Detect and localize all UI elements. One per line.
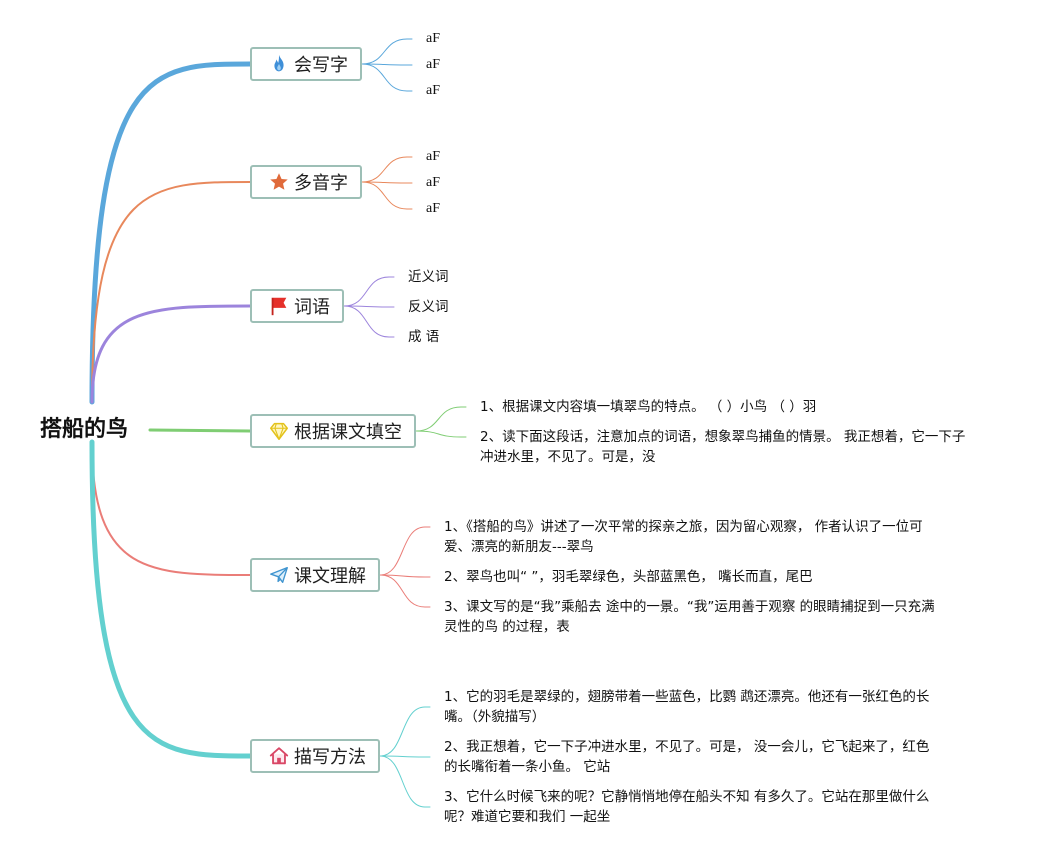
topic-label: 课文理解	[294, 566, 366, 587]
leaf-connector	[379, 574, 431, 608]
leaf-item[interactable]: 2、翠鸟也叫“ ”，羽毛翠绿色，头部蓝黑色， 嘴长而直，尾巴	[444, 569, 813, 585]
leaf-connector	[361, 181, 413, 210]
leaf-connector	[415, 430, 467, 438]
branch-connector	[89, 439, 253, 759]
home-icon	[268, 745, 290, 767]
leaf-item[interactable]: 反义词	[408, 299, 449, 315]
diamond-icon	[268, 420, 290, 442]
leaf-connector	[379, 755, 431, 758]
leaf-item[interactable]: 3、它什么时候飞来的呢？它静悄悄地停在船头不知 有多久了。它站在那里做什么呢？难…	[444, 789, 930, 825]
topic-label: 描写方法	[294, 747, 366, 768]
flame-icon	[268, 53, 290, 75]
topic-polyphones[interactable]: 多音字	[250, 165, 362, 199]
leaf-connector	[415, 406, 467, 432]
leaf-connector	[361, 156, 413, 183]
leaf-connector	[379, 706, 431, 757]
leaf-connector	[379, 526, 431, 576]
leaf-item[interactable]: aF	[426, 83, 440, 98]
leaf-connector	[343, 305, 395, 308]
root-topic[interactable]: 搭船的鸟	[40, 417, 129, 442]
leaf-item[interactable]: 近义词	[408, 269, 449, 285]
leaf-item[interactable]: 3、课文写的是“我”乘船去 途中的一景。“我”运用善于观察 的眼睛捕捉到一只充满…	[444, 599, 935, 635]
leaf-item[interactable]: 1、它的羽毛是翠绿的，翅膀带着一些蓝色，比鹦 鹉还漂亮。他还有一张红色的长嘴。（…	[444, 689, 930, 725]
leaf-connector	[361, 63, 413, 66]
branch-connector	[89, 61, 253, 405]
leaf-connector	[379, 574, 431, 578]
branch-connector	[90, 304, 252, 404]
branch-connector	[91, 441, 251, 576]
leaf-item[interactable]: aF	[426, 201, 440, 216]
star-icon	[268, 171, 290, 193]
topic-handwriting[interactable]: 会写字	[250, 47, 362, 81]
topic-fill-in-blanks[interactable]: 根据课文填空	[250, 414, 416, 448]
leaf-item[interactable]: aF	[426, 175, 440, 190]
leaf-item[interactable]: aF	[426, 31, 440, 46]
leaf-item[interactable]: 1、根据课文内容填一填翠鸟的特点。 （ ）小鸟 （ ）羽	[480, 399, 817, 415]
leaf-item[interactable]: 1、《搭船的鸟》讲述了一次平常的探亲之旅，因为留心观察， 作者认识了一位可爱、漂…	[444, 519, 923, 555]
topic-label: 多音字	[294, 173, 348, 194]
flag-icon	[268, 295, 290, 317]
leaf-connector	[361, 63, 413, 92]
branch-connector	[148, 428, 252, 433]
leaf-item[interactable]: 2、我正想着，它一下子冲进水里，不见了。可是， 没一会儿，它飞起来了，红色的长嘴…	[444, 739, 930, 775]
leaf-connector	[343, 305, 395, 338]
paper-plane-icon	[268, 564, 290, 586]
branch-connector	[91, 181, 251, 403]
leaf-connector	[361, 181, 413, 184]
topic-label: 根据课文填空	[294, 422, 402, 443]
topic-label: 会写字	[294, 55, 348, 76]
topic-label: 词语	[294, 297, 330, 318]
leaf-connector	[379, 755, 431, 808]
topic-description-methods[interactable]: 描写方法	[250, 739, 380, 773]
leaf-item[interactable]: 2、读下面这段话，注意加点的词语，想象翠鸟捕鱼的情景。 我正想着，它一下子冲进水…	[480, 429, 966, 465]
topic-text-comprehension[interactable]: 课文理解	[250, 558, 380, 592]
leaf-connector	[361, 38, 413, 65]
leaf-item[interactable]: aF	[426, 57, 440, 72]
leaf-connector	[343, 276, 395, 307]
leaf-item[interactable]: aF	[426, 149, 440, 164]
leaf-item[interactable]: 成 语	[408, 329, 440, 345]
topic-vocabulary[interactable]: 词语	[250, 289, 344, 323]
